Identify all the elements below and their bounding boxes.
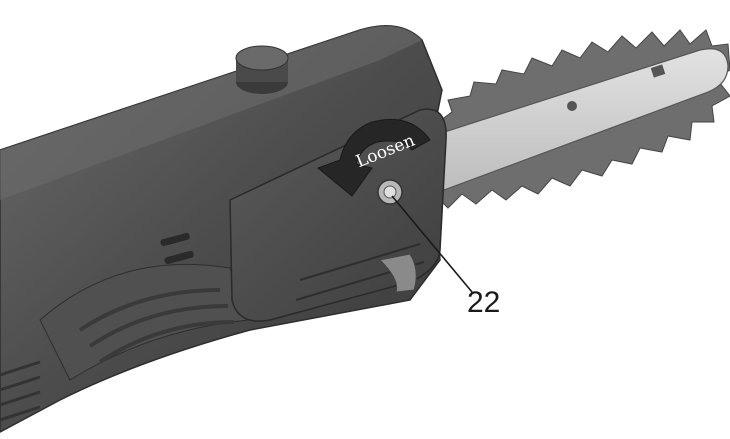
- callout-number-label: 22: [467, 286, 501, 319]
- motor-housing: [0, 25, 443, 433]
- chain-cover: [229, 108, 447, 322]
- grip-ridges: [39, 263, 249, 381]
- top-knob: [235, 45, 289, 94]
- rear-ribs: [0, 360, 41, 422]
- bar-hole: [567, 101, 577, 111]
- cover-nut: [377, 179, 403, 205]
- bar-slot: [650, 64, 666, 78]
- callout-leader-line: [391, 195, 473, 293]
- guide-bar: [431, 48, 729, 191]
